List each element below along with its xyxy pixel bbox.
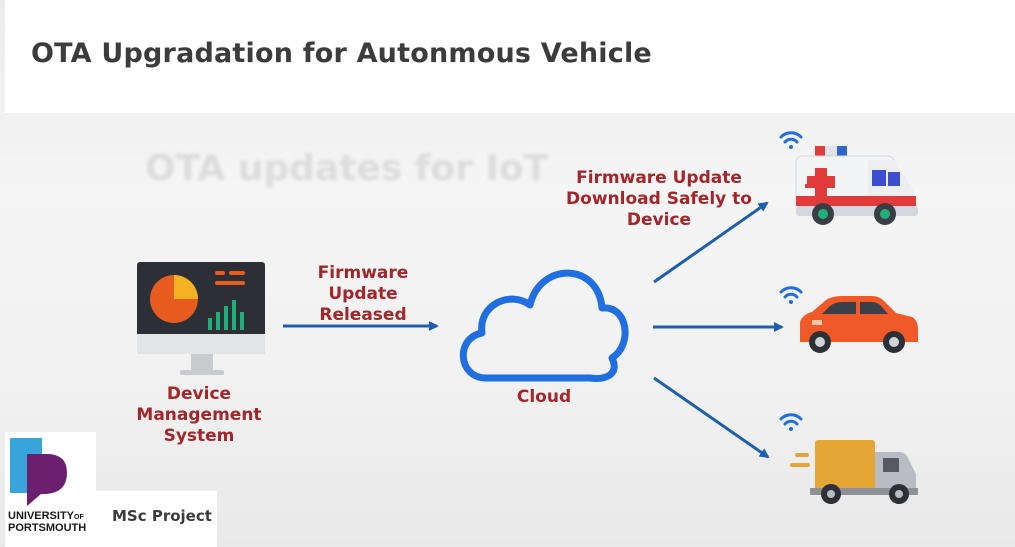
university-logo-mark	[10, 438, 67, 506]
firmware-download-label: Firmware Update Download Safely to Devic…	[566, 168, 752, 230]
arrow-to-truck	[653, 376, 770, 459]
firmware-released-label: Firmware Update Released	[317, 263, 409, 325]
university-logo-text: UNIVERSITYOF PORTSMOUTH	[8, 511, 86, 534]
wifi-icon	[779, 413, 803, 431]
title-bar: OTA Upgradation for Autonmous Vehicle	[5, 0, 1015, 113]
slide-title: OTA Upgradation for Autonmous Vehicle	[31, 38, 652, 69]
cloud-icon	[459, 269, 629, 382]
wifi-icon	[779, 131, 803, 149]
truck-icon	[790, 440, 918, 504]
arrow-to-ambulance	[653, 201, 769, 284]
project-badge: MSc Project	[96, 491, 217, 547]
ambulance-icon	[795, 146, 918, 225]
university-logo: UNIVERSITYOF PORTSMOUTH	[5, 432, 96, 547]
university-of: OF	[74, 514, 84, 521]
university-line1: UNIVERSITY	[8, 510, 75, 522]
university-line2: PORTSMOUTH	[8, 522, 87, 534]
car-icon	[800, 296, 918, 353]
project-label: MSc Project	[112, 507, 212, 525]
device-management-label: Device Management System	[136, 384, 262, 446]
cloud-label: Cloud	[516, 387, 572, 407]
monitor-icon	[137, 262, 265, 375]
wifi-icon	[779, 286, 803, 304]
background-ghost-text: OTA updates for IoT	[145, 148, 549, 189]
